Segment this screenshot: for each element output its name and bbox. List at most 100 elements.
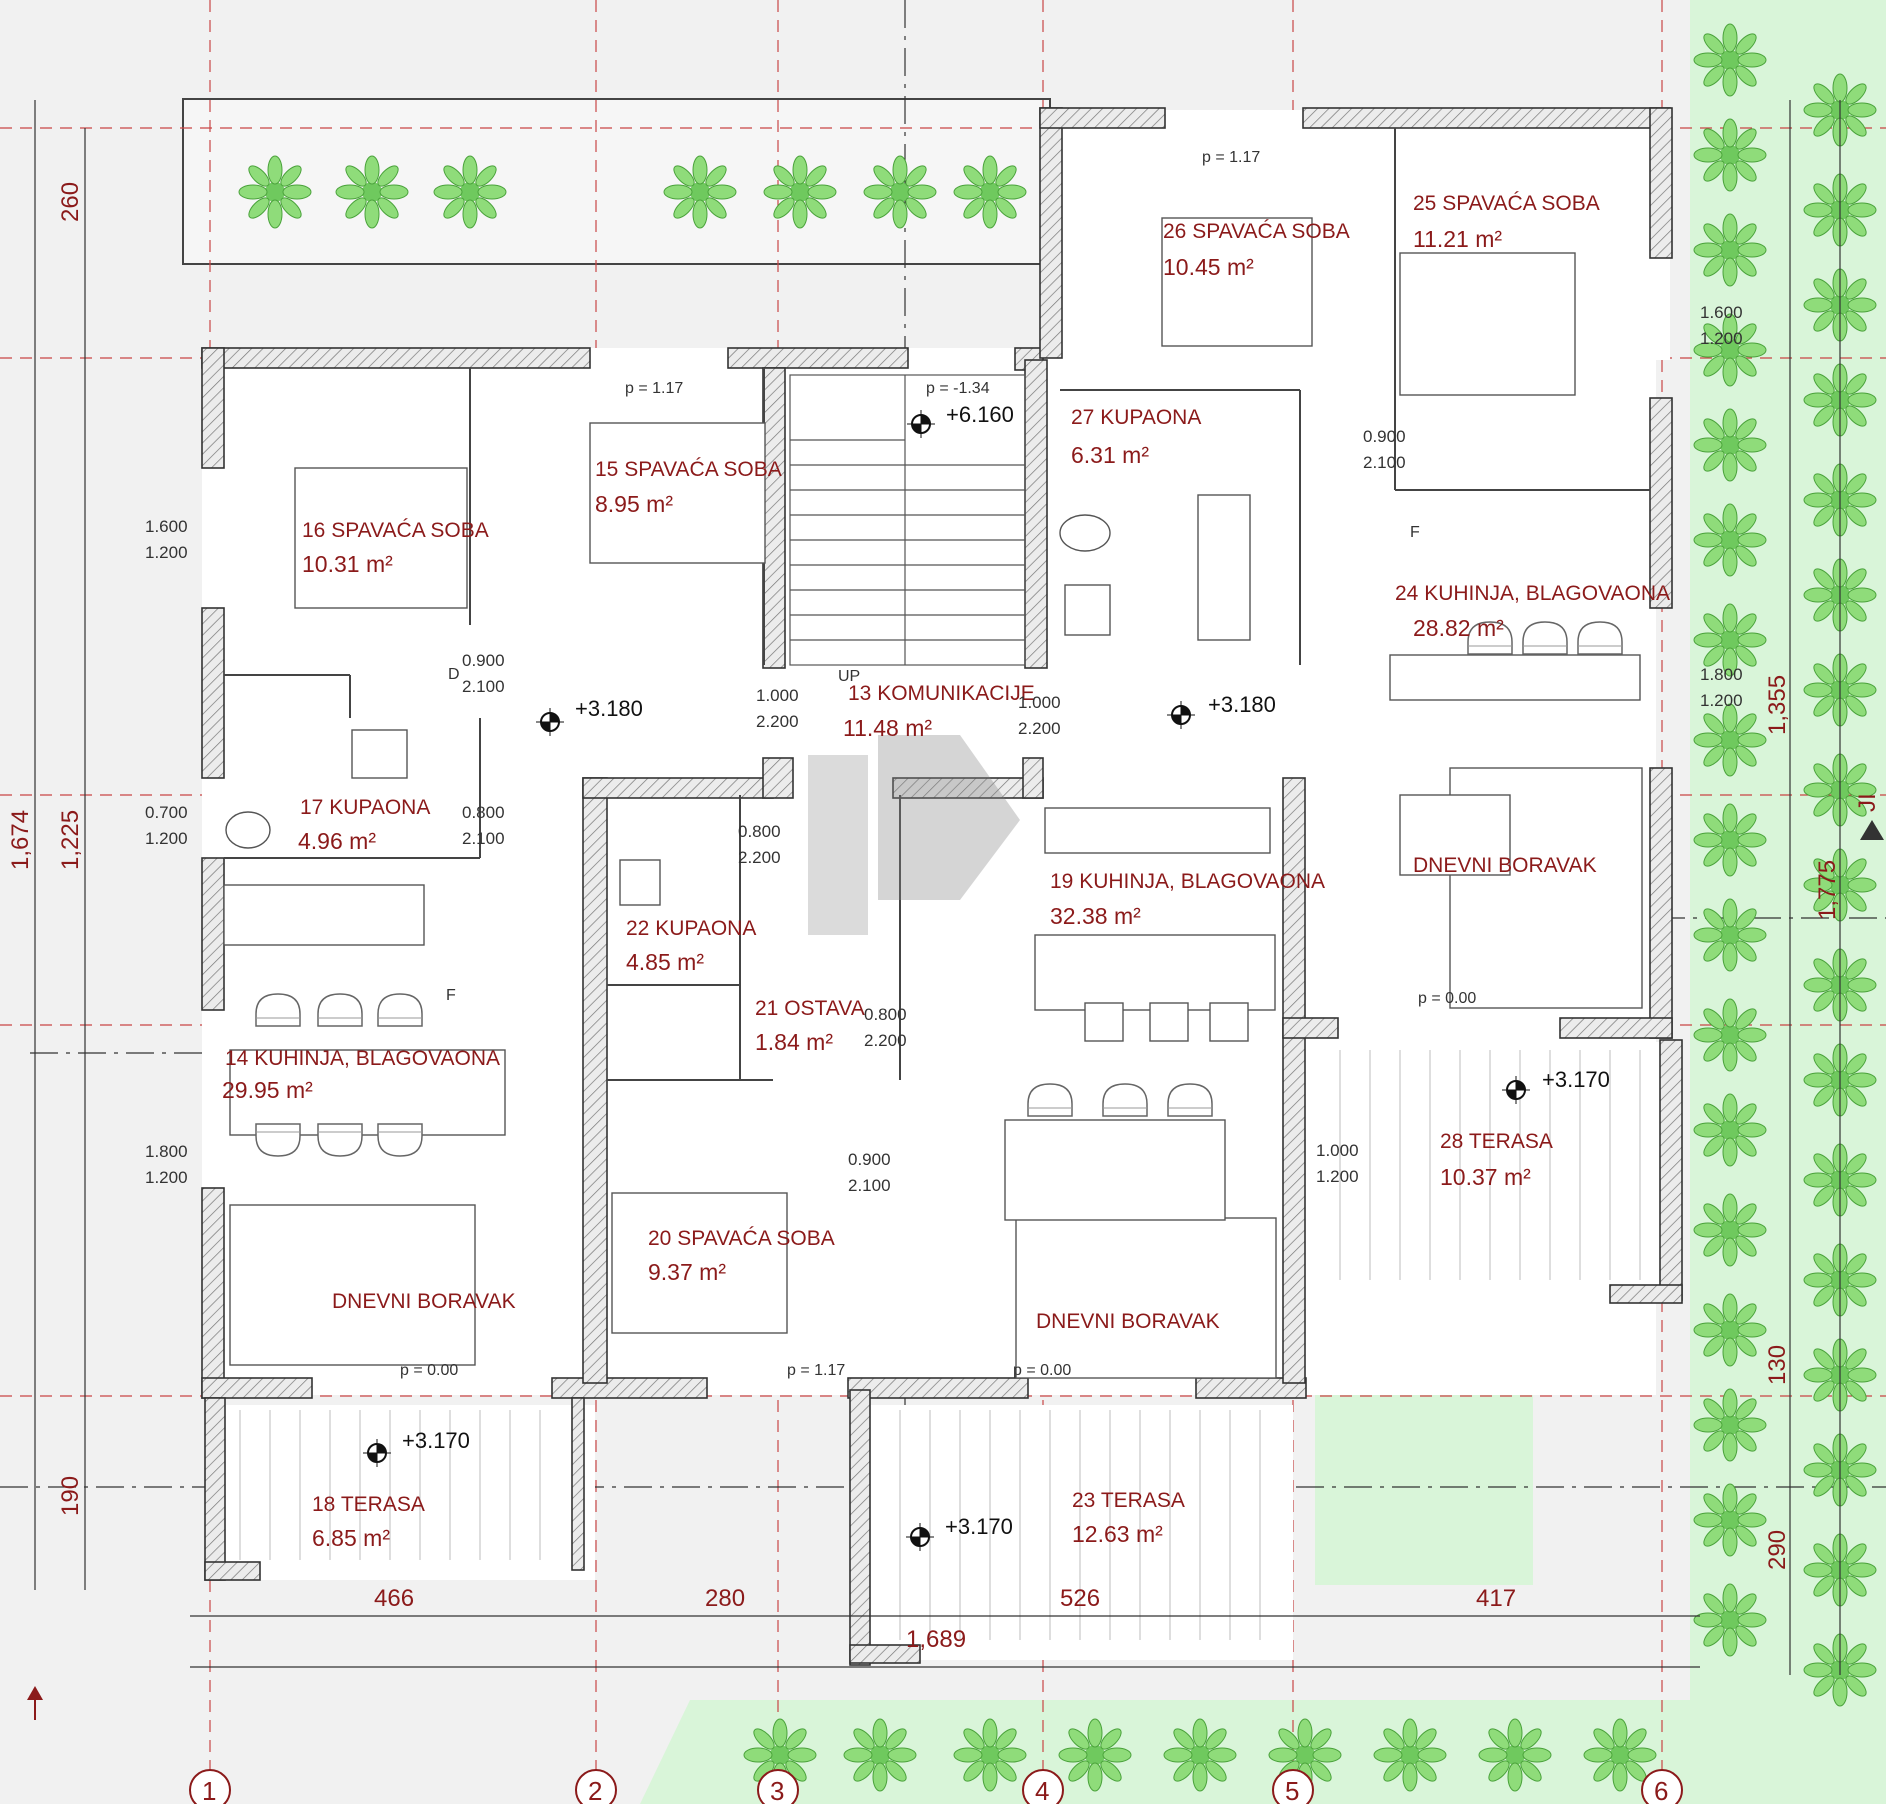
room-13-label: 13 KOMUNIKACIJE bbox=[848, 682, 1035, 705]
room-14-label: 14 KUHINJA, BLAGOVAONA bbox=[225, 1047, 500, 1070]
room-19-label: 19 KUHINJA, BLAGOVAONA bbox=[1050, 870, 1325, 893]
room-27-area: 6.31 m² bbox=[1071, 442, 1149, 468]
door-width: 0.800 bbox=[462, 803, 505, 822]
window-height: 1.200 bbox=[1700, 329, 1743, 348]
stair-up: UP bbox=[838, 668, 860, 685]
room-19-area: 32.38 m² bbox=[1050, 903, 1141, 929]
terrace-decking bbox=[239, 1050, 1641, 1640]
room-25-label: 25 SPAVAĆA SOBA bbox=[1413, 192, 1600, 215]
dim-right: 1,355 bbox=[1764, 675, 1791, 735]
axis-number: 2 bbox=[588, 1776, 602, 1804]
door-mark: D bbox=[448, 666, 460, 683]
window-width: 1.800 bbox=[145, 1142, 188, 1161]
room-labels: 13 KOMUNIKACIJE 11.48 m² 14 KUHINJA, BLA… bbox=[222, 192, 1670, 1551]
living-room-label-left: DNEVNI BORAVAK bbox=[332, 1290, 516, 1313]
room-23-area: 12.63 m² bbox=[1072, 1521, 1163, 1547]
window-width: 1.800 bbox=[1700, 665, 1743, 684]
room-28-area: 10.37 m² bbox=[1440, 1164, 1531, 1190]
room-16-label: 16 SPAVAĆA SOBA bbox=[302, 519, 489, 542]
door-width: 0.900 bbox=[1363, 427, 1406, 446]
room-14-area: 29.95 m² bbox=[222, 1077, 313, 1103]
sill-height: p = 0.00 bbox=[400, 1362, 458, 1379]
dimension-lines bbox=[34, 100, 1841, 1675]
axis-number: 3 bbox=[770, 1776, 784, 1804]
bar-stools bbox=[1084, 1002, 1249, 1042]
window-tags: 1.000 1.200 1.600 1.200 0.700 1.200 1.80… bbox=[145, 303, 1743, 1187]
window-height: 1.200 bbox=[1700, 691, 1743, 710]
window-height: 1.200 bbox=[145, 1168, 188, 1187]
dim-left: 190 bbox=[57, 1476, 84, 1516]
partitions bbox=[224, 128, 1650, 1081]
room-13-area: 11.48 m² bbox=[843, 715, 932, 741]
level-mark: +3.180 bbox=[575, 696, 643, 721]
dim-bottom: 526 bbox=[1060, 1585, 1100, 1612]
sill-height: p = 1.17 bbox=[787, 1362, 845, 1379]
room-22-area: 4.85 m² bbox=[626, 949, 704, 975]
dim-right: 1,775 bbox=[1814, 860, 1841, 920]
staircase bbox=[789, 374, 1026, 666]
dim-left: 1,225 bbox=[57, 810, 84, 870]
door-height: 2.200 bbox=[738, 848, 781, 867]
room-28-label: 28 TERASA bbox=[1440, 1130, 1553, 1153]
door-height: 2.100 bbox=[462, 677, 505, 696]
room-26-area: 10.45 m² bbox=[1163, 254, 1254, 280]
window-width: 1.600 bbox=[145, 517, 188, 536]
dim-left: 1,674 bbox=[7, 810, 34, 870]
dim-left: 260 bbox=[57, 182, 84, 222]
sill-heights: p = 1.17 p = 1.17 p = -1.34 p = 0.00 p =… bbox=[400, 149, 1476, 1379]
sill-height: p = 0.00 bbox=[1013, 1362, 1071, 1379]
room-15-area: 8.95 m² bbox=[595, 491, 673, 517]
room-16-area: 10.31 m² bbox=[302, 551, 393, 577]
dim-right: 290 bbox=[1764, 1530, 1791, 1570]
door-width: 1.000 bbox=[1018, 693, 1061, 712]
door-height: 2.200 bbox=[1018, 719, 1061, 738]
dimensions: 260 1,674 1,225 190 1,355 1,775 130 290 … bbox=[7, 182, 1841, 1653]
door-width: 0.800 bbox=[738, 822, 781, 841]
sill-height: p = 0.00 bbox=[1418, 990, 1476, 1007]
furniture bbox=[223, 654, 1643, 1379]
door-height: 2.100 bbox=[462, 829, 505, 848]
room-26-label: 26 SPAVAĆA SOBA bbox=[1163, 220, 1350, 243]
room-23-label: 23 TERASA bbox=[1072, 1489, 1185, 1512]
level-mark: +3.170 bbox=[402, 1428, 470, 1453]
door-height: 2.200 bbox=[756, 712, 799, 731]
level-mark: +3.170 bbox=[1542, 1067, 1610, 1092]
orientation-label: JI bbox=[1854, 793, 1881, 812]
planter-top bbox=[182, 98, 1051, 265]
room-17-area: 4.96 m² bbox=[298, 828, 376, 854]
door-height: 2.100 bbox=[848, 1176, 891, 1195]
walls bbox=[201, 107, 1683, 1666]
window-width: 0.700 bbox=[145, 803, 188, 822]
window-width: 1.600 bbox=[1700, 303, 1743, 322]
dim-bottom: 280 bbox=[705, 1585, 745, 1612]
room-17-label: 17 KUPAONA bbox=[300, 796, 430, 819]
axis-number: 1 bbox=[202, 1776, 216, 1804]
green-strip-bottom bbox=[640, 1700, 1886, 1804]
sill-height: p = 1.17 bbox=[1202, 149, 1260, 166]
window-height: 1.200 bbox=[1316, 1167, 1359, 1186]
fridge-mark: F bbox=[1410, 524, 1420, 541]
dim-bottom: 466 bbox=[374, 1585, 414, 1612]
door-tags: 0.900 2.100 0.800 2.100 1.000 2.200 1.00… bbox=[462, 427, 1406, 1195]
window-height: 1.200 bbox=[145, 543, 188, 562]
window-width: 1.000 bbox=[1316, 1141, 1359, 1160]
axis-number: 4 bbox=[1035, 1776, 1049, 1804]
axis-number: 6 bbox=[1654, 1776, 1668, 1804]
sanitary bbox=[225, 494, 1251, 906]
living-room-label-middle: DNEVNI BORAVAK bbox=[1036, 1310, 1220, 1333]
dim-bottom: 417 bbox=[1476, 1585, 1516, 1612]
sill-height: p = 1.17 bbox=[625, 380, 683, 397]
room-20-label: 20 SPAVAĆA SOBA bbox=[648, 1227, 835, 1250]
room-24-area: 28.82 m² bbox=[1413, 615, 1504, 641]
door-height: 2.100 bbox=[1363, 453, 1406, 472]
fridge-mark: F bbox=[446, 987, 456, 1004]
beds bbox=[294, 217, 1576, 1334]
room-21-area: 1.84 m² bbox=[755, 1029, 833, 1055]
room-21-label: 21 OSTAVA bbox=[755, 997, 865, 1020]
window-height: 1.200 bbox=[145, 829, 188, 848]
room-24-label: 24 KUHINJA, BLAGOVAONA bbox=[1395, 582, 1670, 605]
room-25-area: 11.21 m² bbox=[1413, 226, 1502, 252]
door-width: 0.900 bbox=[848, 1150, 891, 1169]
room-18-label: 18 TERASA bbox=[312, 1493, 425, 1516]
